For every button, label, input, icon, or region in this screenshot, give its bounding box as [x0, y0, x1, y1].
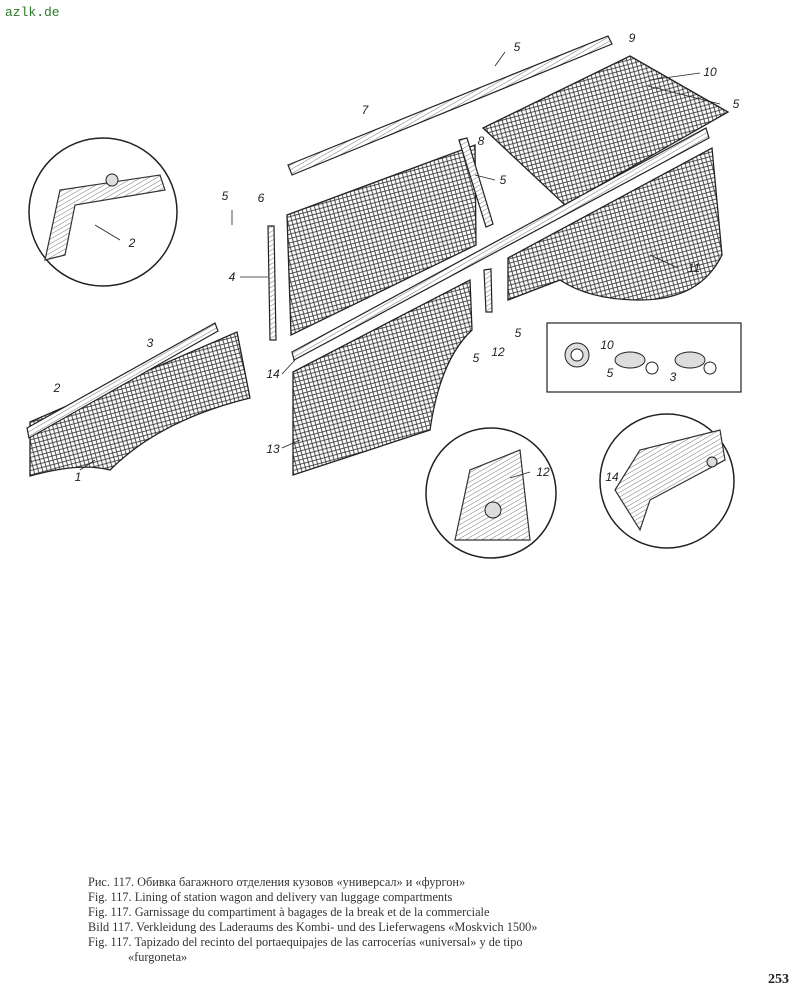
caption-de: Bild 117. Verkleidung des Laderaums des … [88, 920, 538, 934]
strip-4 [267, 225, 277, 341]
callout-13: 13 [266, 442, 280, 456]
callout-10: 10 [703, 65, 717, 79]
callout-14: 14 [605, 470, 619, 484]
callout-5: 5 [513, 40, 521, 54]
callout-10: 10 [600, 338, 614, 352]
callout-9: 9 [628, 31, 636, 45]
strip-12 [483, 268, 493, 313]
callout-4: 4 [228, 270, 236, 284]
callout-5: 5 [221, 189, 229, 203]
callout-5: 5 [514, 326, 522, 340]
watermark: azlk.de [5, 5, 60, 20]
page-number: 253 [768, 972, 789, 987]
panel-1 [29, 331, 251, 477]
callout-2: 2 [128, 236, 136, 250]
caption-en: Fig. 117. Lining of station wagon and de… [88, 890, 453, 904]
callout-5: 5 [472, 351, 480, 365]
callout-8: 8 [477, 134, 485, 148]
callout-2: 2 [53, 381, 61, 395]
callout-3: 3 [669, 370, 677, 384]
callout-5: 5 [732, 97, 740, 111]
rail-7 [287, 35, 613, 176]
callout-5: 5 [499, 173, 507, 187]
caption-fr: Fig. 117. Garnissage du compartiment à b… [88, 905, 490, 919]
callout-7: 7 [361, 103, 369, 117]
panel-6 [286, 144, 477, 337]
rail-2 [26, 322, 219, 439]
callout-11: 11 [687, 261, 701, 275]
panel-11 [507, 146, 723, 301]
callout-5: 5 [606, 366, 614, 380]
callout-12: 12 [491, 345, 505, 359]
panel-9 [481, 55, 730, 206]
panel-13 [292, 278, 473, 476]
callout-1: 1 [74, 470, 82, 484]
exploded-diagram [26, 35, 742, 559]
callout-6: 6 [257, 191, 265, 205]
detail-circle-2 [28, 137, 178, 287]
callout-3: 3 [146, 336, 154, 350]
strip-8 [458, 137, 494, 228]
rail-14 [291, 127, 710, 361]
callout-12: 12 [536, 465, 550, 479]
callout-14: 14 [266, 367, 280, 381]
caption-es-cont: «furgoneta» [128, 950, 188, 964]
figure-caption: Рис. 117. Обивка багажного отделения куз… [88, 875, 537, 965]
caption-es: Fig. 117. Tapizado del recinto del porta… [88, 935, 523, 949]
caption-ru: Рис. 117. Обивка багажного отделения куз… [88, 875, 466, 889]
